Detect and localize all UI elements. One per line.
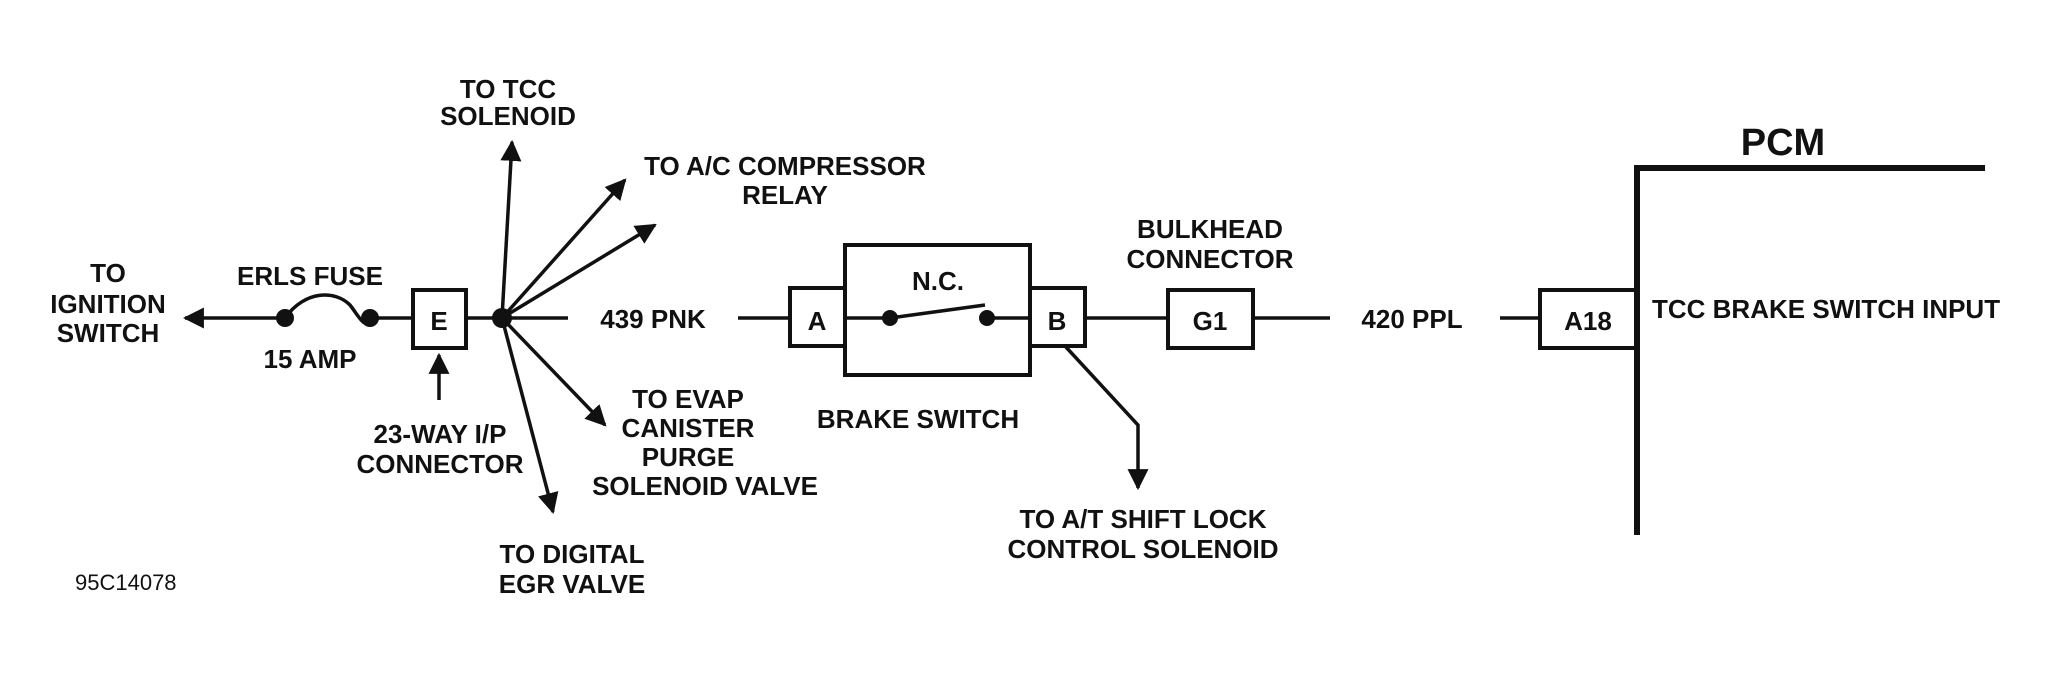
label-evap-3: PURGE	[642, 442, 734, 472]
fuse-symbol	[283, 293, 372, 325]
branch-ac-relay	[500, 178, 627, 320]
label-pin-b: B	[1048, 306, 1067, 336]
label-pin-a: A	[808, 306, 827, 336]
label-wire-439: 439 PNK	[600, 304, 706, 334]
label-to-ignition-3: SWITCH	[57, 318, 160, 348]
label-brake-switch: BRAKE SWITCH	[817, 404, 1019, 434]
label-tcc-solenoid-2: SOLENOID	[440, 101, 576, 131]
branch-egr	[500, 317, 559, 515]
label-evap-1: TO EVAP	[632, 384, 744, 414]
label-egr-2: EGR VALVE	[499, 569, 645, 599]
label-to-ignition-1: TO	[90, 258, 126, 288]
wire-to-shift-lock	[1063, 344, 1149, 491]
label-figure-id: 95C14078	[75, 570, 177, 595]
label-ip-connector-1: 23-WAY I/P	[374, 419, 507, 449]
label-egr-1: TO DIGITAL	[500, 539, 645, 569]
label-conn-g1: G1	[1193, 306, 1228, 336]
label-to-ignition-2: IGNITION	[50, 289, 166, 319]
branch-tcc-solenoid	[500, 139, 522, 319]
label-conn-e: E	[430, 306, 447, 336]
label-pcm: PCM	[1741, 122, 1825, 164]
label-bulkhead-1: BULKHEAD	[1137, 214, 1283, 244]
label-tcc-input: TCC BRAKE SWITCH INPUT	[1652, 294, 2000, 324]
label-fuse-name: ERLS FUSE	[237, 261, 383, 291]
label-ac-relay-1: TO A/C COMPRESSOR	[644, 151, 926, 181]
label-tcc-solenoid-1: TO TCC	[460, 74, 557, 104]
label-shift-lock-2: CONTROL SOLENOID	[1007, 534, 1278, 564]
label-ac-relay-2: RELAY	[742, 180, 828, 210]
label-bulkhead-2: CONNECTOR	[1126, 244, 1293, 274]
label-shift-lock-1: TO A/T SHIFT LOCK	[1020, 504, 1267, 534]
branch-evap	[500, 316, 607, 427]
label-nc: N.C.	[912, 266, 964, 296]
branch-ac-relay-2	[501, 223, 657, 320]
label-evap-2: CANISTER	[622, 413, 755, 443]
label-wire-420: 420 PPL	[1361, 304, 1462, 334]
label-fuse-rating: 15 AMP	[264, 344, 357, 374]
label-pin-a18: A18	[1564, 306, 1612, 336]
switch-blade	[889, 303, 986, 320]
label-evap-4: SOLENOID VALVE	[592, 471, 818, 501]
label-ip-connector-2: CONNECTOR	[356, 449, 523, 479]
